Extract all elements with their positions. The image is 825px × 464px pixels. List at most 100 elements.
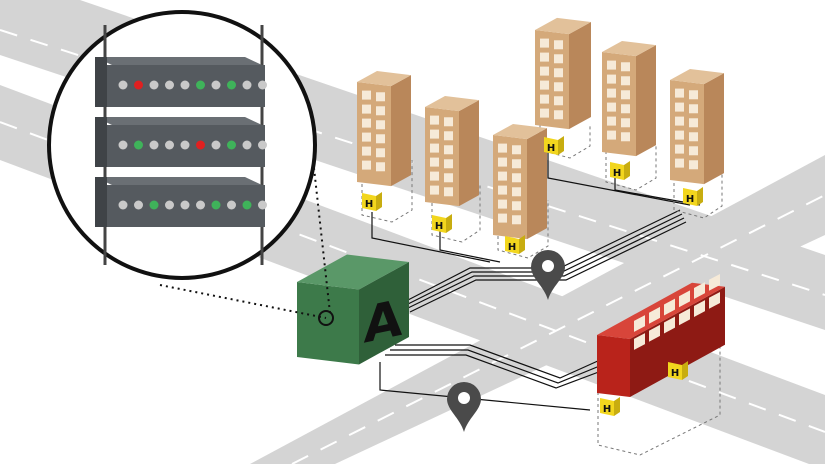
tower-window — [362, 90, 371, 100]
server-led — [134, 200, 143, 210]
bus-window — [694, 282, 705, 300]
zoom-connector — [159, 284, 327, 319]
unit-letter: H — [365, 199, 373, 210]
hub-cube-side — [359, 261, 409, 365]
tower-window — [430, 157, 439, 167]
tower-window — [444, 145, 453, 155]
bus-window — [634, 333, 645, 350]
cable-to-towers — [407, 213, 683, 305]
pin-hole — [542, 260, 554, 272]
unit-front — [362, 193, 376, 211]
server-top — [95, 177, 262, 185]
tower-window — [675, 158, 684, 168]
tower-window — [689, 118, 698, 128]
unit-side — [614, 397, 620, 416]
unit-front — [600, 398, 614, 416]
tower-window — [512, 201, 521, 211]
server-led — [242, 140, 252, 150]
server-led — [118, 140, 128, 150]
tower-window — [376, 120, 385, 130]
tower-window — [540, 94, 549, 104]
server-led — [227, 140, 236, 150]
tower-window — [554, 82, 563, 92]
tower-window — [498, 171, 507, 181]
tower-window — [498, 199, 507, 209]
tower-window — [362, 118, 371, 128]
unit-side — [446, 214, 452, 233]
bus-window — [694, 300, 705, 318]
tower-window — [512, 173, 521, 183]
server-led — [258, 80, 267, 90]
tower-window — [540, 108, 549, 118]
road-cross — [250, 155, 825, 464]
apartment-tower — [602, 41, 656, 157]
house-unit: H — [610, 161, 630, 180]
tower-window — [362, 132, 371, 142]
unit-letter: H — [435, 221, 443, 232]
tower-window — [430, 171, 439, 181]
bus-body-side — [630, 286, 725, 397]
apartment-tower-side — [459, 100, 479, 207]
hub-cube-top — [297, 254, 409, 290]
server-led — [211, 140, 221, 150]
server-led — [196, 200, 205, 210]
unit-side — [558, 136, 564, 155]
tower-window — [675, 88, 684, 98]
bus-window — [679, 308, 690, 326]
tower-window — [540, 80, 549, 90]
tower-window — [689, 104, 698, 114]
tower-window — [675, 102, 684, 112]
tower-window — [376, 134, 385, 144]
location-pin-icon — [531, 250, 565, 300]
pin-body — [447, 382, 481, 432]
tower-window — [540, 66, 549, 76]
apartment-tower — [535, 17, 591, 130]
server-top — [95, 117, 262, 125]
server-rack-zoom — [47, 10, 334, 326]
tower-window — [512, 187, 521, 197]
apartment-tower — [357, 71, 411, 187]
house-unit: H — [505, 235, 525, 254]
cable-to-bus — [379, 362, 591, 411]
unit-letter: H — [508, 242, 516, 253]
tower-window — [498, 157, 507, 167]
bus-window — [664, 298, 675, 316]
apartment-tower-side — [636, 45, 656, 157]
tower-window — [376, 106, 385, 116]
bus-window — [679, 290, 690, 308]
cable-to-towers — [409, 221, 687, 313]
tower-window — [621, 132, 630, 142]
server-led — [165, 80, 174, 90]
server-side — [95, 57, 107, 107]
apartment-tower-top — [493, 124, 547, 140]
hub-letter: A — [364, 288, 403, 355]
tower-window — [540, 52, 549, 62]
cables — [371, 150, 701, 411]
unit-front — [610, 162, 624, 180]
unit-side — [624, 161, 630, 180]
server-top — [95, 57, 262, 65]
footprint — [431, 185, 481, 243]
tower-window — [430, 129, 439, 139]
apartment-tower-side — [704, 73, 724, 185]
server-side — [95, 177, 107, 227]
tower-window — [498, 185, 507, 195]
tower-window — [689, 132, 698, 142]
cable-to-tower — [371, 212, 491, 263]
tower-window — [512, 215, 521, 225]
server-led — [211, 200, 221, 210]
unit-front — [432, 215, 446, 233]
tower-window — [621, 76, 630, 86]
apartment-tower-top — [357, 71, 411, 87]
tower-window — [498, 213, 507, 223]
house-unit: H — [432, 214, 452, 233]
tower-window — [444, 173, 453, 183]
unit-front — [544, 137, 558, 155]
zoom-target-ring — [318, 310, 334, 326]
unit-side — [697, 187, 703, 206]
bus — [597, 273, 725, 397]
unit-front — [668, 362, 682, 380]
house-unit: H — [362, 192, 382, 211]
cable-to-bus — [390, 349, 603, 384]
server-led — [180, 140, 190, 150]
